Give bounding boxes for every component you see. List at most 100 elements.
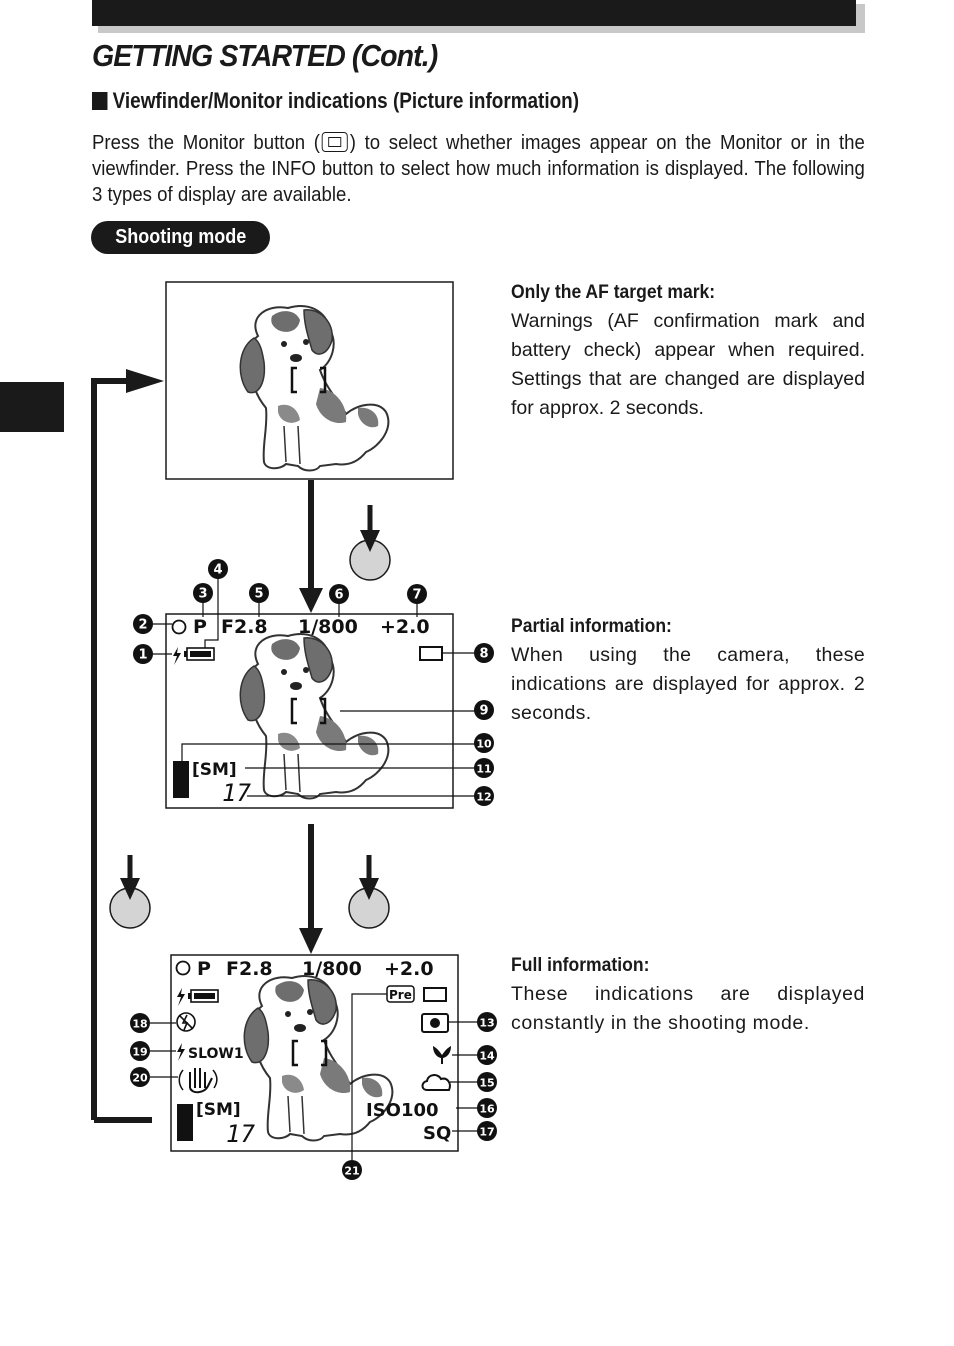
- callout-label-17: 17: [479, 1126, 494, 1139]
- callout-number-15: [477, 1072, 497, 1092]
- shooting-mode-indicator: P: [193, 616, 207, 638]
- callout-lines-partial: [150, 578, 476, 797]
- iso-value: ISO100: [366, 1100, 439, 1121]
- macro-icon: [433, 1046, 451, 1064]
- shooting-mode-indicator: P: [197, 958, 211, 980]
- callout-label-7: 7: [412, 588, 421, 603]
- memory-gauge: [173, 761, 189, 798]
- callout-label-12: 12: [476, 791, 491, 804]
- callout-label-20: 20: [132, 1072, 148, 1085]
- cloudy-icon: [421, 1074, 451, 1091]
- description-full: Full information: These indications are …: [511, 951, 865, 1038]
- callout-number-8: [474, 643, 494, 663]
- callout-label-3: 3: [198, 587, 207, 602]
- record-mode: [SM]: [192, 760, 237, 780]
- aperture-value: F2.8: [221, 616, 268, 638]
- callout-number-5: [249, 583, 269, 603]
- callout-number-18: [130, 1013, 150, 1033]
- monitor-button-icon: [321, 132, 348, 152]
- description-af-only: Only the AF target mark: Warnings (AF co…: [511, 278, 865, 423]
- metering-icon: [421, 1013, 449, 1033]
- shutter-speed: 1/800: [302, 958, 362, 980]
- callout-number-4: [208, 559, 228, 579]
- callout-number-19: [130, 1041, 150, 1061]
- image-quality: SQ: [423, 1123, 451, 1144]
- callout-label-6: 6: [334, 588, 343, 603]
- battery-icon: [188, 989, 219, 1003]
- description-body: These indications are displayed constant…: [511, 983, 865, 1034]
- page-title: GETTING STARTED (Cont.): [92, 38, 438, 73]
- shooting-mode-label: Shooting mode: [114, 226, 246, 248]
- af-target-mark: [290, 366, 327, 394]
- section-heading-text: Viewfinder/Monitor indications (Picture …: [112, 88, 580, 113]
- callout-number-1: [133, 644, 153, 664]
- callout-label-8: 8: [479, 647, 488, 662]
- flash-off-icon: [176, 1012, 196, 1032]
- callout-number-10: [474, 733, 494, 753]
- flash-mode-label: SLOW1: [188, 1046, 244, 1062]
- callout-number-11: [474, 758, 494, 778]
- shutter-speed: 1/800: [298, 616, 358, 638]
- monitor-icon: [419, 646, 443, 661]
- callout-number-13: [477, 1012, 497, 1032]
- callout-number-16: [477, 1098, 497, 1118]
- aperture-value: F2.8: [226, 958, 273, 980]
- header-bar: [92, 0, 856, 26]
- callout-label-21: 21: [344, 1165, 359, 1178]
- callout-label-5: 5: [254, 587, 263, 602]
- exposure-compensation: +2.0: [380, 616, 430, 638]
- callout-label-11: 11: [476, 763, 491, 776]
- af-confirm-icon: [175, 960, 191, 976]
- callout-number-12: [474, 786, 494, 806]
- callout-lines-full: [150, 993, 478, 1160]
- callout-label-9: 9: [479, 704, 488, 719]
- preset-label: Pre: [389, 988, 412, 1002]
- battery-icon: [184, 647, 215, 661]
- callout-number-7: [407, 584, 427, 604]
- flash-icon: [177, 988, 185, 1006]
- description-body: Warnings (AF confirmation mark and batte…: [511, 310, 865, 419]
- frames-remaining: 17: [226, 1120, 255, 1148]
- callout-number-14: [477, 1045, 497, 1065]
- callout-number-17: [477, 1121, 497, 1141]
- callout-label-19: 19: [132, 1046, 147, 1059]
- callout-label-15: 15: [479, 1077, 494, 1090]
- af-target-mark: [291, 1039, 328, 1067]
- frames-remaining: 17: [222, 779, 251, 807]
- af-target-mark: [290, 697, 327, 725]
- callout-label-10: 10: [476, 738, 492, 751]
- down-arrow: [299, 928, 323, 954]
- exposure-compensation: +2.0: [384, 958, 434, 980]
- loop-arrowhead: [126, 369, 164, 393]
- flash-slow-icon: [177, 1043, 185, 1061]
- record-mode: [SM]: [196, 1100, 241, 1120]
- section-heading: Viewfinder/Monitor indications (Picture …: [92, 88, 579, 114]
- callout-number-20: [130, 1067, 150, 1087]
- callout-number-6: [329, 584, 349, 604]
- shake-warning-icon: [178, 1068, 218, 1094]
- description-partial: Partial information: When using the came…: [511, 612, 865, 728]
- af-confirm-icon: [171, 619, 187, 635]
- shooting-mode-badge: Shooting mode: [91, 221, 270, 254]
- intro-paragraph: Press the Monitor button () to select wh…: [92, 130, 865, 208]
- callout-number-9: [474, 700, 494, 720]
- intro-text-2: ) to select whether images appear on the…: [92, 132, 865, 206]
- callout-label-14: 14: [479, 1050, 495, 1063]
- loop-line: [91, 378, 152, 1120]
- monitor-icon: [423, 987, 447, 1002]
- callout-label-1: 1: [138, 648, 147, 663]
- callout-number-21: [342, 1160, 362, 1180]
- intro-text-1: Press the Monitor button (: [92, 132, 320, 154]
- description-body: When using the camera, these indications…: [511, 644, 865, 724]
- memory-gauge: [177, 1104, 193, 1141]
- description-heading: Full information:: [511, 954, 650, 976]
- callout-label-16: 16: [479, 1103, 495, 1116]
- white-balance-preset-icon: Pre: [386, 985, 415, 1003]
- callout-number-3: [193, 583, 213, 603]
- callout-number-2: [133, 614, 153, 634]
- callout-label-13: 13: [479, 1017, 494, 1030]
- callout-label-4: 4: [213, 563, 222, 578]
- down-arrow: [299, 588, 323, 613]
